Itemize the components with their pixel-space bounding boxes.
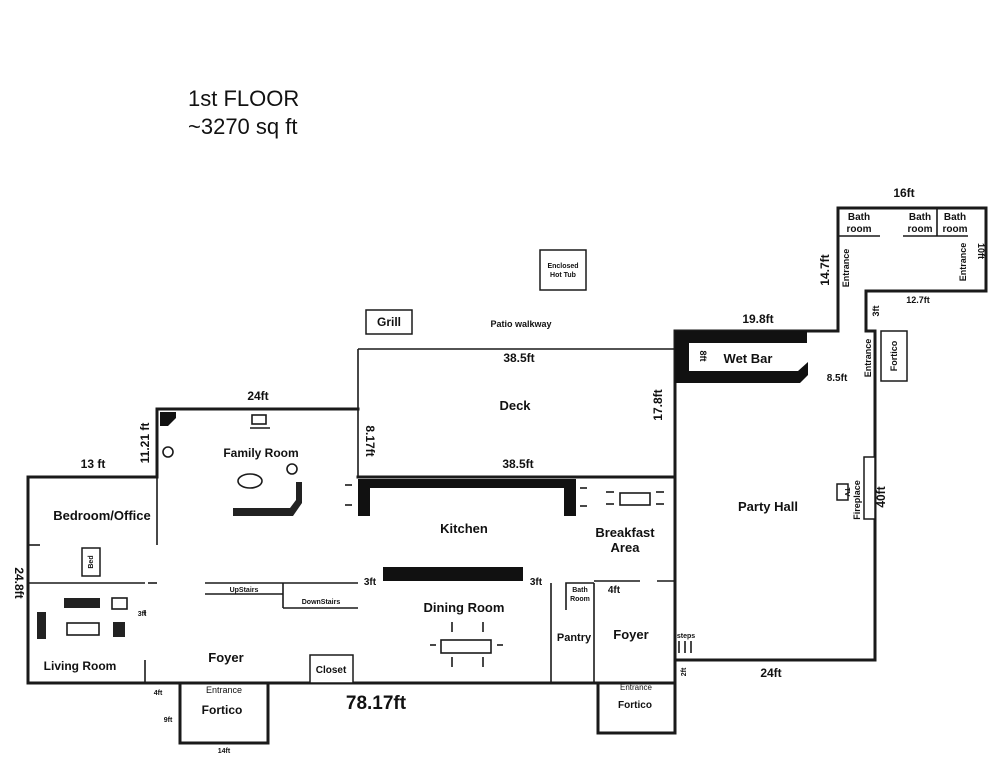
dim-4ft-right: 4ft [608, 585, 621, 596]
steps-label: steps [677, 633, 695, 640]
bedroom-office-label: Bedroom/Office [53, 508, 151, 523]
dim-13ft: 13 ft [81, 457, 106, 471]
dim-4ft-left: 4ft [154, 690, 163, 697]
dim-19-8ft: 19.8ft [742, 312, 773, 326]
tv-box [836, 483, 849, 501]
dim-24ft-top: 24ft [247, 389, 268, 403]
fortico-left-label: Fortico [202, 703, 243, 717]
dim-2ft: 2ft [681, 667, 688, 676]
bathroom-mid-label-1: Bath [909, 212, 931, 223]
dim-12-7ft: 12.7ft [906, 295, 930, 305]
hot-tub-box [539, 249, 587, 291]
tv-label: TV [843, 488, 850, 497]
upstairs-label: UpStairs [230, 587, 259, 594]
entrance-upper-b-label: Entrance [958, 243, 968, 282]
deck-label: Deck [499, 398, 531, 413]
dim-3ft-top: 3ft [871, 305, 881, 316]
family-room-furniture [160, 412, 302, 516]
dim-3ft-kitchen-left: 3ft [364, 577, 377, 588]
entrance-right-label: Entrance [863, 339, 873, 378]
hot-tub-label-2: Hot Tub [550, 272, 576, 279]
dim-16ft: 16ft [893, 186, 914, 200]
hot-tub-label-1: Enclosed [547, 263, 578, 270]
dim-24ft-bottom: 24ft [760, 666, 781, 680]
breakfast-label-2: Area [611, 540, 641, 555]
breakfast-table [345, 484, 664, 507]
fireplace-label: Fireplace [852, 480, 862, 520]
entrance-mid-label: Entrance [620, 683, 653, 692]
bathroom-left-label-1: Bath [848, 212, 870, 223]
grill-label: Grill [377, 315, 401, 329]
dim-14-7ft: 14.7ft [818, 254, 832, 285]
entrance-upper-a-label: Entrance [841, 249, 851, 288]
fortico-left-box [178, 681, 270, 745]
dim-10ft: 10ft [976, 243, 986, 259]
bathroom-left-label-2: room [847, 224, 872, 235]
dim-40ft: 40ft [874, 486, 888, 507]
bathroom-right-label-2: room [943, 224, 968, 235]
dim-24-8ft: 24.8ft [12, 567, 26, 598]
small-bath-label-2: Room [570, 596, 590, 603]
party-hall-label: Party Hall [738, 499, 798, 514]
dim-8-5ft: 8.5ft [827, 373, 848, 384]
dim-38-5ft-bottom: 38.5ft [502, 457, 533, 471]
fortico-right-label: Fortico [889, 340, 899, 371]
dim-8-17ft: 8.17ft [363, 425, 377, 456]
wet-bar-counter [675, 331, 808, 383]
wet-bar-label: Wet Bar [724, 351, 773, 366]
foyer-main-label: Foyer [208, 650, 243, 665]
patio-walkway-label: Patio walkway [490, 319, 551, 329]
entrance-left-label: Entrance [206, 685, 242, 695]
downstairs-label: DownStairs [302, 599, 341, 606]
fortico-right-box [880, 330, 908, 382]
dim-78-17ft: 78.17ft [346, 693, 407, 714]
dining-table [430, 622, 503, 667]
grill-box [365, 309, 413, 335]
dim-14ft: 14ft [218, 748, 231, 755]
bed-box [81, 547, 101, 577]
foyer-right-label: Foyer [613, 627, 648, 642]
living-room-label: Living Room [44, 659, 117, 673]
fortico-mid-label: Fortico [618, 700, 652, 711]
closet-label: Closet [316, 665, 347, 676]
fortico-mid-box [596, 681, 677, 735]
floor-title: 1st FLOOR [188, 86, 299, 111]
dim-11-21ft: 11.21 ft [138, 423, 152, 464]
dim-3ft-living: 3ft [138, 611, 147, 618]
interior-walls [28, 208, 968, 684]
floor-area: ~3270 sq ft [188, 114, 297, 139]
fireplace-box [863, 456, 876, 520]
steps-marks [678, 641, 692, 653]
pantry-label: Pantry [557, 632, 592, 644]
dim-3ft-kitchen-right: 3ft [530, 577, 543, 588]
bathroom-right-label-1: Bath [944, 212, 966, 223]
kitchen-label: Kitchen [440, 521, 488, 536]
bed-label: Bed [88, 555, 95, 568]
dining-room-label: Dining Room [424, 600, 505, 615]
living-room-furniture [37, 597, 128, 639]
dim-17-8ft: 17.8ft [651, 389, 665, 420]
small-bath-label-1: Bath [572, 587, 588, 594]
dim-8ft: 8ft [698, 351, 708, 362]
breakfast-label-1: Breakfast [595, 525, 655, 540]
bathroom-mid-label-2: room [908, 224, 933, 235]
family-room-label: Family Room [223, 446, 298, 460]
dim-38-5ft-top: 38.5ft [503, 351, 534, 365]
dim-9ft: 9ft [164, 717, 173, 724]
